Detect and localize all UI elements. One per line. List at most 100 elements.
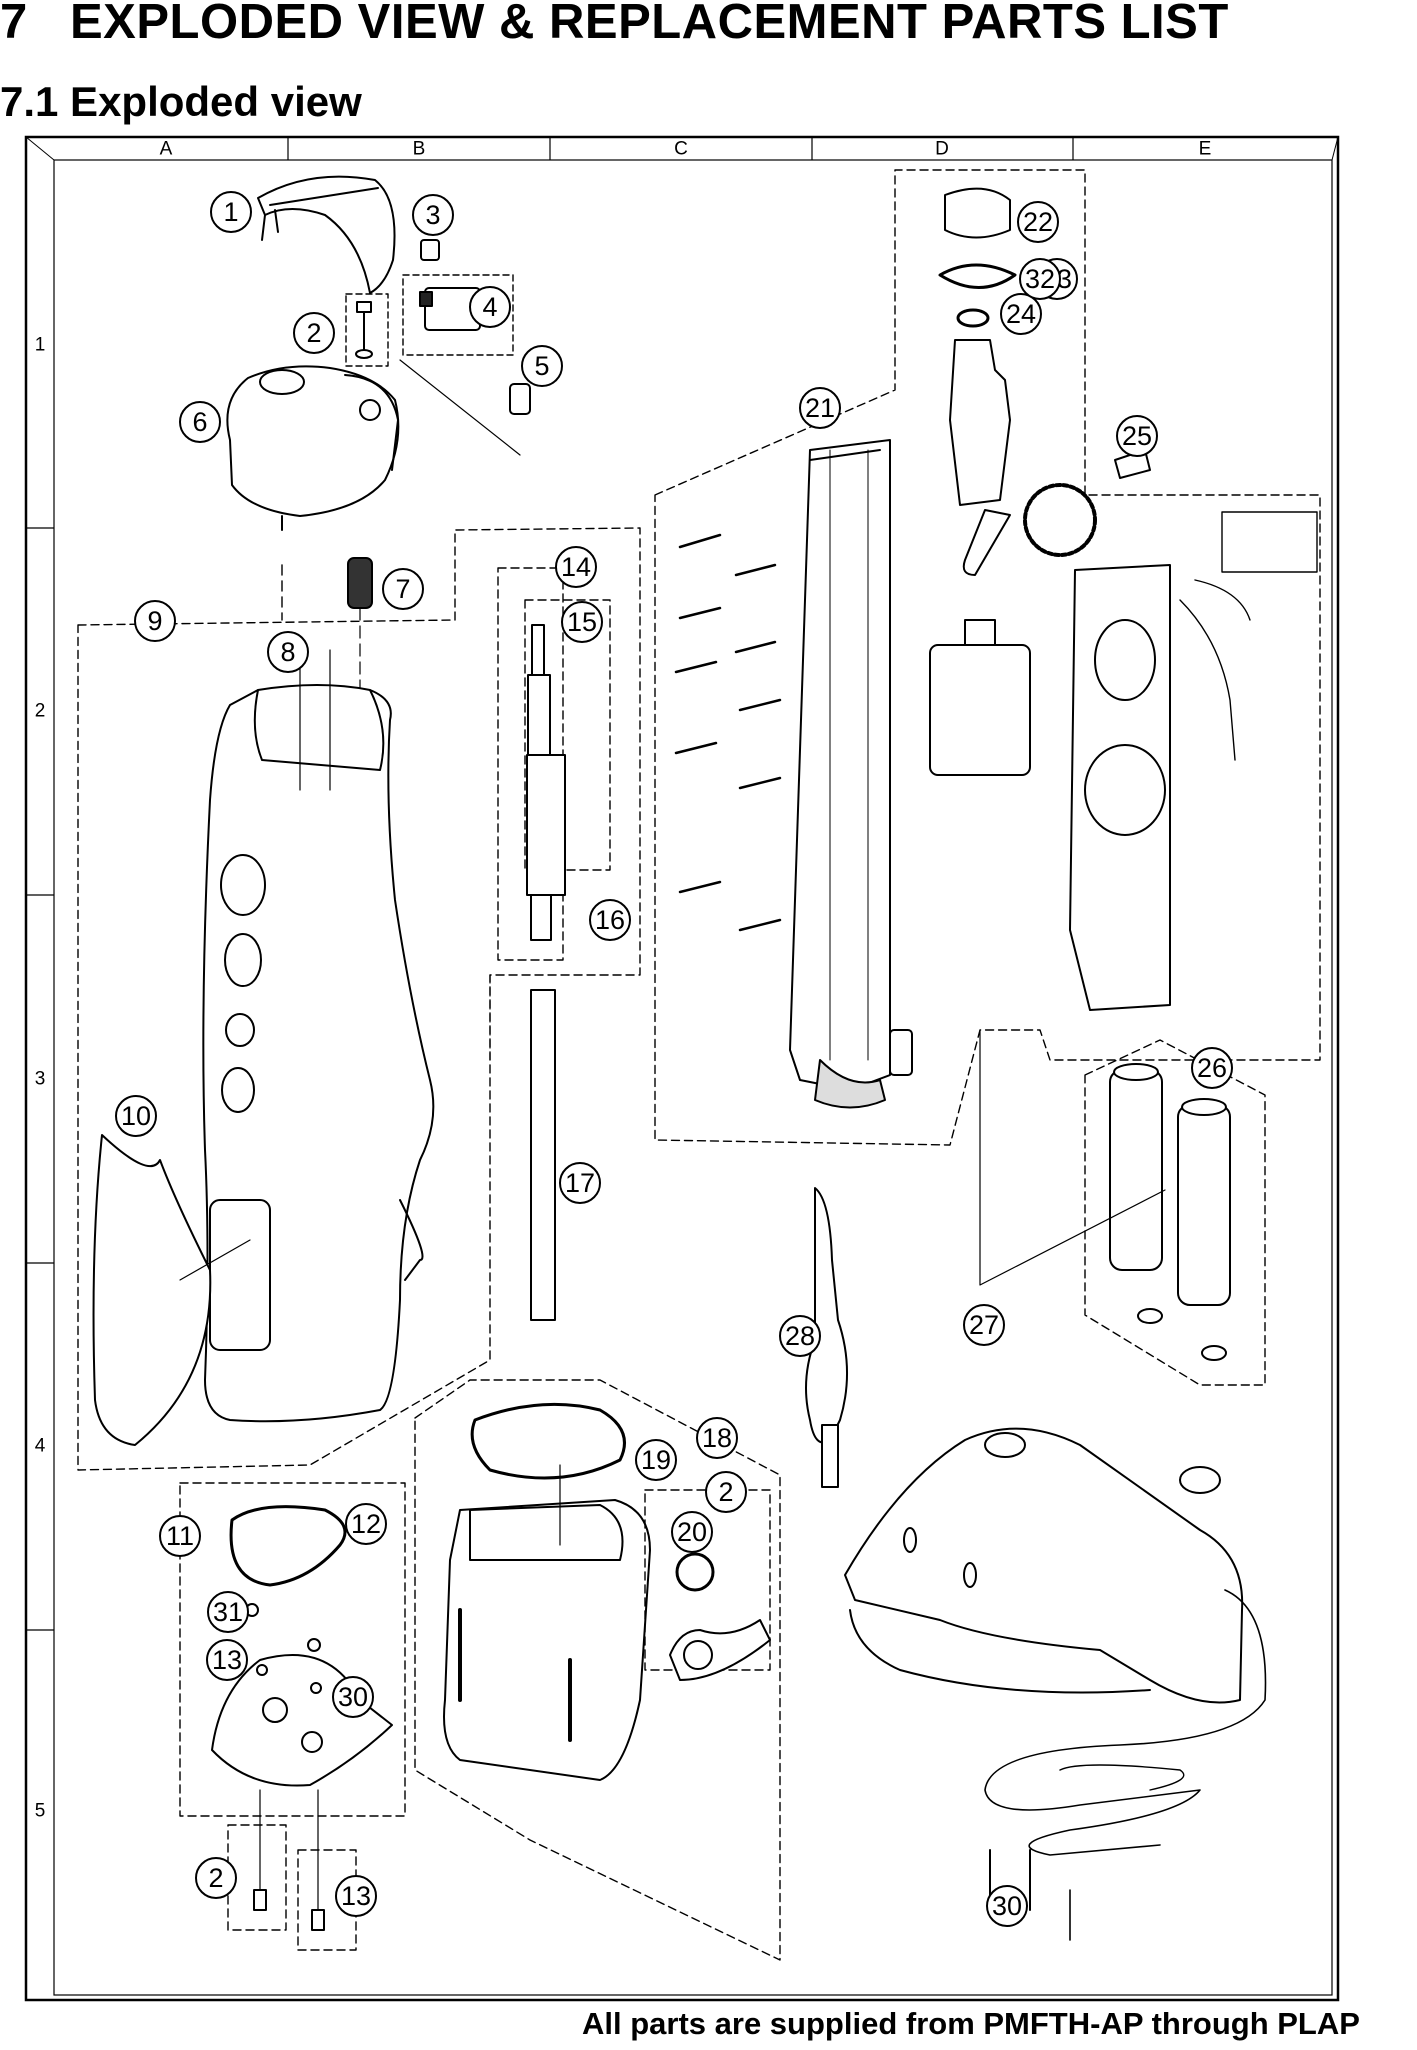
callout-circle <box>207 1591 249 1633</box>
callout-25: 25 <box>1116 415 1158 457</box>
callout-circle <box>1191 1047 1233 1089</box>
grid-column-label: C <box>674 139 688 160</box>
callout-5: 5 <box>521 345 563 387</box>
footer-note: All parts are supplied from PMFTH-AP thr… <box>582 2006 1360 2041</box>
grid-column-label: B <box>413 139 426 160</box>
callout-number: 13 <box>212 1645 242 1675</box>
callout-circle <box>159 1515 201 1557</box>
callout-number: 5 <box>534 351 549 381</box>
callout-4: 4 <box>469 286 511 328</box>
callout-number: 17 <box>565 1168 595 1198</box>
callout-number: 32 <box>1025 264 1055 294</box>
callout-circle <box>345 1503 387 1545</box>
callout-32: 32 <box>1019 258 1061 300</box>
callout-circle <box>559 1162 601 1204</box>
callout-16: 16 <box>589 899 631 941</box>
callout-number: 12 <box>351 1509 381 1539</box>
callout-26: 26 <box>1191 1047 1233 1089</box>
callout-number: 16 <box>595 905 625 935</box>
callout-number: 9 <box>147 606 162 636</box>
callout-number: 13 <box>341 1881 371 1911</box>
diagram-frame <box>24 135 1340 2002</box>
callout-28: 28 <box>779 1315 821 1357</box>
callout-31: 31 <box>207 1591 249 1633</box>
callout-circle <box>521 345 563 387</box>
callout-circle <box>671 1511 713 1553</box>
callout-number: 2 <box>208 1863 223 1893</box>
water-tank-drawing <box>443 1402 651 1781</box>
diagram-inner-frame <box>53 159 1333 1996</box>
top-housing-drawing <box>226 365 400 531</box>
callout-circle <box>210 191 252 233</box>
callout-14: 14 <box>555 546 597 588</box>
callout-number: 20 <box>677 1517 707 1547</box>
callout-circle <box>382 568 424 610</box>
callout-circle <box>293 312 335 354</box>
callout-17: 17 <box>559 1162 601 1204</box>
main-body-drawing <box>202 649 435 1423</box>
screw-drawing <box>355 301 373 359</box>
callout-12: 12 <box>345 1503 387 1545</box>
callout-circle <box>963 1304 1005 1346</box>
callout-15: 15 <box>561 601 603 643</box>
callout-number: 11 <box>166 1521 194 1551</box>
callout-circle <box>1116 415 1158 457</box>
grid-row-label: 2 <box>35 701 46 722</box>
callout-3: 3 <box>412 194 454 236</box>
callout-6: 6 <box>179 401 221 443</box>
callout-circle <box>799 387 841 429</box>
callout-circle <box>267 631 309 673</box>
grid-row-label: 1 <box>35 335 46 356</box>
callout-number: 7 <box>395 574 410 604</box>
callout-circle <box>705 1471 747 1513</box>
callout-1: 1 <box>210 191 252 233</box>
callout-number: 6 <box>192 407 207 437</box>
callout-number: 10 <box>121 1101 151 1131</box>
callout-circle <box>561 601 603 643</box>
callout-30: 30 <box>332 1676 374 1718</box>
callout-number: 4 <box>482 292 497 322</box>
callout-number: 14 <box>561 552 591 582</box>
callout-circle <box>1017 201 1059 243</box>
grid-column-label: E <box>1199 139 1212 160</box>
callout-circle <box>469 286 511 328</box>
callout-circle <box>986 1885 1028 1927</box>
callout-19: 19 <box>635 1439 677 1481</box>
callout-circle <box>555 546 597 588</box>
charger-drawing <box>844 1427 1244 1704</box>
callout-number: 27 <box>969 1310 999 1340</box>
callout-number: 1 <box>223 197 238 227</box>
callout-circle <box>1000 293 1042 335</box>
callout-number: 30 <box>338 1682 368 1712</box>
rod-drawing <box>526 624 566 1321</box>
grid-row-label: 3 <box>35 1069 46 1090</box>
callout-number: 8 <box>280 637 295 667</box>
callout-18: 18 <box>696 1417 738 1459</box>
callout-circle <box>134 600 176 642</box>
cap-cover-drawing <box>257 175 396 294</box>
callout-circle <box>195 1857 237 1899</box>
callout-20: 20 <box>671 1511 713 1553</box>
callout-2: 2 <box>195 1857 237 1899</box>
callout-24: 24 <box>1000 293 1042 335</box>
callout-number: 2 <box>718 1477 733 1507</box>
callout-number: 21 <box>805 393 835 423</box>
grid-row-label: 5 <box>35 1801 46 1822</box>
callout-8: 8 <box>267 631 309 673</box>
callout-number: 25 <box>1122 421 1152 451</box>
battery-drawing <box>1109 1063 1231 1361</box>
callout-number: 18 <box>702 1423 732 1453</box>
callout-circle <box>206 1639 248 1681</box>
callout-21: 21 <box>799 387 841 429</box>
callout-13: 13 <box>206 1639 248 1681</box>
callout-11: 11 <box>159 1515 201 1557</box>
callout-number: 28 <box>785 1321 815 1351</box>
callout-number: 31 <box>213 1597 243 1627</box>
subsection-heading: 7.1 Exploded view <box>0 78 362 125</box>
callout-27: 27 <box>963 1304 1005 1346</box>
callout-number: 24 <box>1006 299 1036 329</box>
callout-circle <box>412 194 454 236</box>
callout-10: 10 <box>115 1095 157 1137</box>
